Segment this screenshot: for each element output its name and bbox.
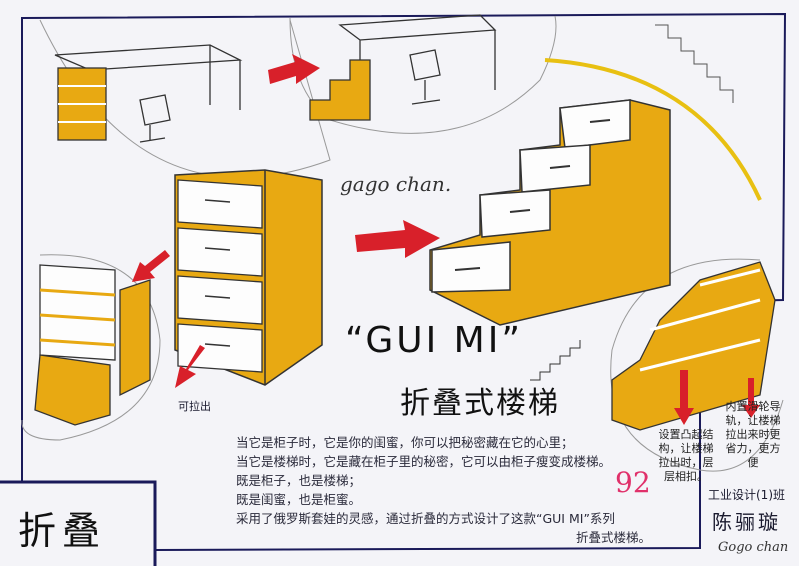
grade: 92	[615, 466, 651, 499]
description-line: 当它是楼梯时，它是藏在柜子里的秘密，它可以由柜子瘦变成楼梯。	[236, 454, 612, 469]
author-name: 陈骊璇	[712, 510, 781, 534]
red-arrow-bottom-left	[132, 250, 170, 282]
desk-sketch-right	[309, 14, 497, 121]
note-interlock: 设置凸起结构，让楼梯拉出时，层层相扣。	[658, 428, 714, 483]
red-arrow-detail-1	[674, 370, 694, 425]
title-cn: 折叠式楼梯	[400, 386, 560, 421]
stair-outline-top-right	[655, 24, 734, 103]
description: 当它是柜子时，它是你的闺蜜，你可以把秘密藏在它的心里； 当它是楼梯时，它是藏在柜…	[236, 433, 656, 547]
description-line: 采用了俄罗斯套娃的灵感，通过折叠的方式设计了这款“GUI MI”系列	[236, 511, 615, 526]
desk-sketch-left	[54, 44, 243, 143]
corner-label: 折叠	[18, 509, 107, 553]
pull-out-label: 可拉出	[178, 400, 211, 413]
signature-top: gago chan.	[340, 172, 452, 196]
red-arrow-down	[175, 345, 205, 388]
red-arrow-top	[268, 54, 320, 84]
vignette-circle-right	[289, 15, 557, 134]
red-arrow-detail-2	[742, 378, 760, 418]
author-signature: Gogo chan	[718, 540, 789, 555]
red-arrow-middle	[355, 220, 440, 258]
title-en: “GUI MI”	[345, 320, 524, 361]
description-line: 折叠式楼梯。	[576, 530, 652, 545]
open-cabinet-drawing	[34, 264, 151, 426]
description-line: 当它是柜子时，它是你的闺蜜，你可以把秘密藏在它的心里；	[236, 435, 574, 450]
description-line: 既是闺蜜，也是柜蜜。	[236, 492, 362, 507]
note-slide-rail: 内置滑轮导轨，让楼梯拉出来时更省力，更方便	[725, 400, 781, 469]
vignette-circle-bottom-left	[21, 254, 161, 441]
stair-drawing	[429, 99, 671, 326]
class-name: 工业设计(1)班	[708, 488, 785, 502]
stair-outline-small	[530, 340, 581, 381]
description-line: 既是柜子，也是楼梯；	[236, 473, 362, 488]
cabinet-drawing	[174, 169, 323, 386]
stair-detail-drawing	[611, 261, 776, 431]
